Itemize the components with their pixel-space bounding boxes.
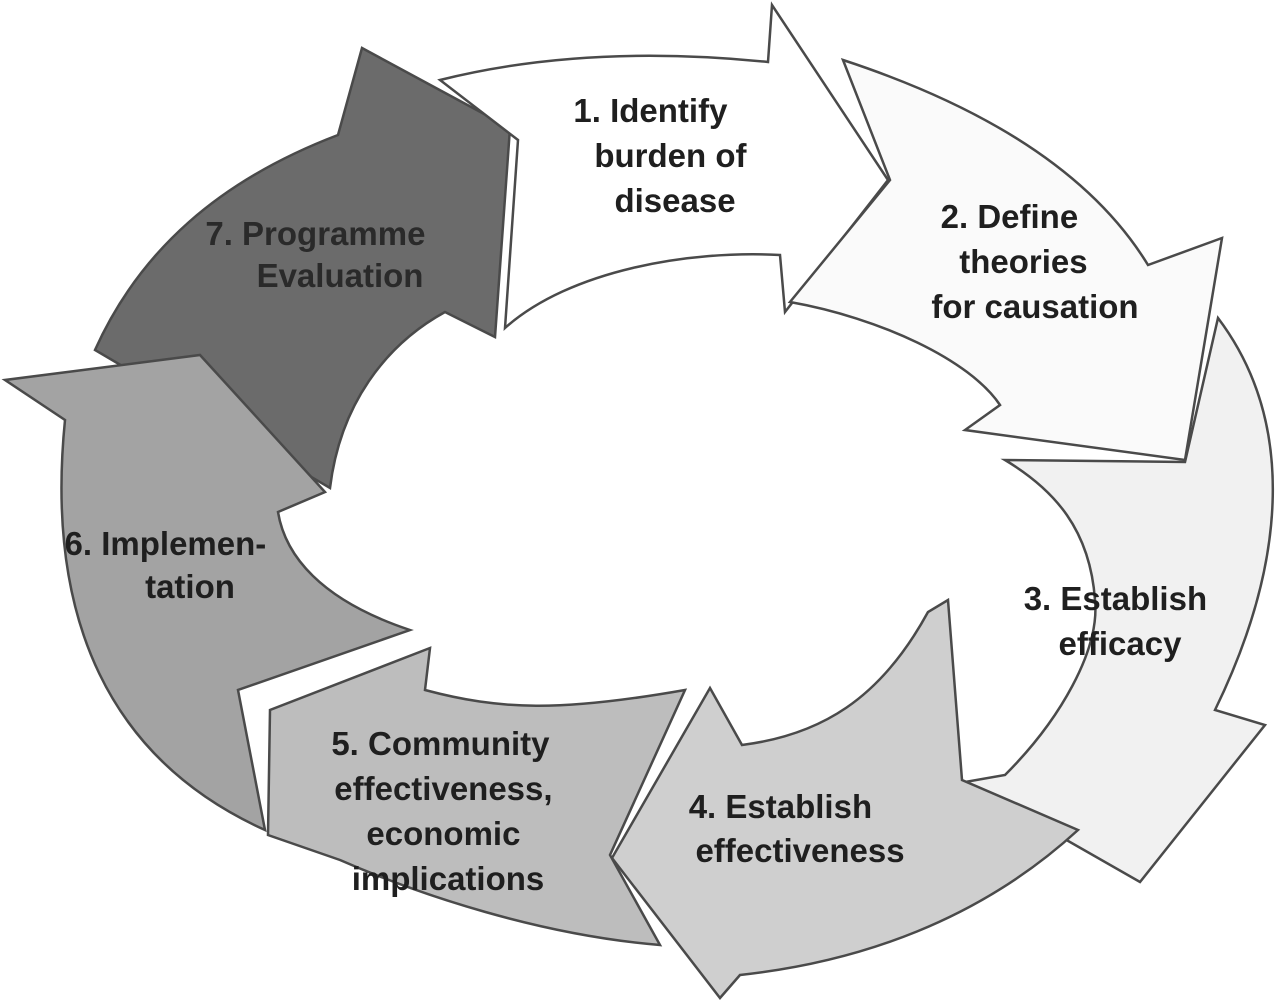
- step-5-arrow: [266, 646, 688, 947]
- step-5-community-effectiveness: 5. Community effectiveness, economic imp…: [266, 646, 688, 947]
- step-2-arrow: [787, 57, 1224, 462]
- step-4-arrow: [610, 597, 1081, 1000]
- step-3-establish-efficacy: 3. Establish efficacy: [961, 315, 1275, 884]
- step-6-implementation: 6. Implemen- tation: [1, 353, 414, 833]
- step-1-identify-burden: 1. Identify burden of disease: [437, 1, 890, 331]
- step-4-label: 4. Establish effectiveness: [689, 788, 905, 869]
- step-3-arrow: [961, 315, 1275, 884]
- step-1-label: 1. Identify burden of disease: [573, 92, 755, 219]
- step-4-establish-effectiveness: 4. Establish effectiveness: [610, 597, 1081, 1000]
- step-2-define-theories: 2. Define theories for causation: [787, 57, 1224, 462]
- step-3-label: 3. Establish efficacy: [1024, 580, 1217, 662]
- step-5-label: 5. Community effectiveness, economic imp…: [331, 725, 561, 897]
- step-2-label: 2. Define theories for causation: [931, 198, 1138, 325]
- step-7-label: 7. Programme Evaluation: [205, 215, 434, 294]
- step-6-arrow: [1, 353, 414, 833]
- step-6-label: 6. Implemen- tation: [65, 525, 276, 605]
